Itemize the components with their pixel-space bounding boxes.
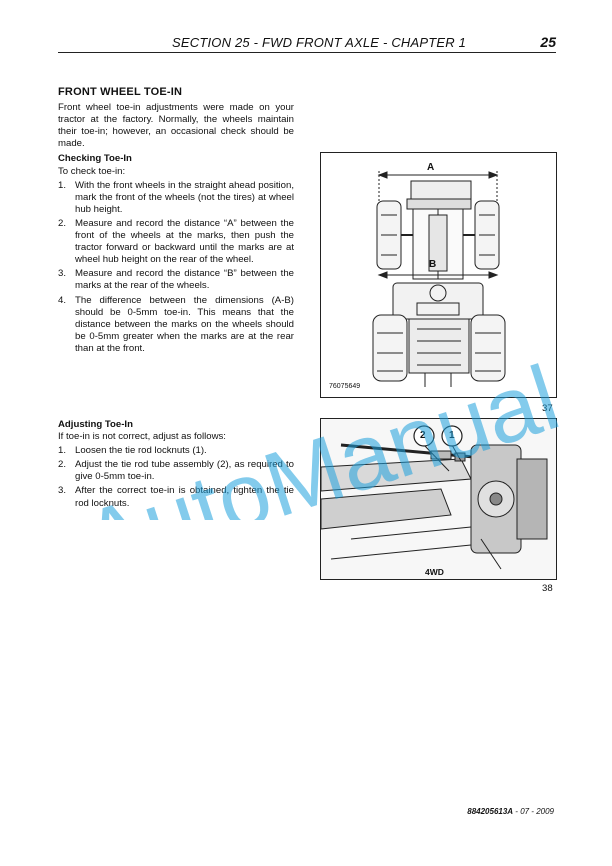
step-number: 2. [58, 217, 67, 229]
section-intro: Front wheel toe-in adjustments were made… [58, 102, 294, 150]
checking-steps: 1. With the front wheels in the straight … [58, 180, 294, 355]
figure-code: 76075649 [329, 383, 361, 390]
figure-37-number: 37 [542, 403, 553, 414]
tractor-top-view-drawing [372, 171, 506, 387]
figure-38-number: 38 [542, 583, 553, 594]
step-number: 3. [58, 485, 67, 497]
step-text: The difference between the dimensions (A… [75, 294, 294, 354]
adjusting-step: 2. Adjust the tie rod tube assembly (2), … [58, 459, 294, 483]
step-number: 4. [58, 294, 67, 306]
step-text: Measure and record the distance “B” betw… [75, 268, 294, 292]
adjusting-lead: If toe-in is not correct, adjust as foll… [58, 431, 226, 443]
checking-step: 1. With the front wheels in the straight … [58, 180, 294, 216]
header-title: SECTION 25 - FWD FRONT AXLE - CHAPTER 1 [172, 35, 467, 50]
adjusting-title: Adjusting Toe-In [58, 419, 133, 430]
adjusting-step: 3. After the correct toe-in is obtained, … [58, 485, 294, 509]
figure-caption: 4WD [425, 567, 444, 577]
checking-title: Checking Toe-In [58, 153, 132, 165]
step-number: 1. [58, 179, 67, 191]
adjusting-step: 1. Loosen the tie rod locknuts (1). [58, 445, 294, 457]
step-number: 1. [58, 445, 67, 457]
footer-date: 07 - 2009 [520, 807, 554, 816]
checking-text-block: FRONT WHEEL TOE-IN Front wheel toe-in ad… [58, 86, 294, 355]
step-text: With the front wheels in the straight ah… [75, 179, 294, 215]
step-number: 2. [58, 459, 67, 471]
tie-rod-drawing [321, 419, 556, 579]
step-text: After the correct toe-in is obtained, ti… [75, 485, 294, 509]
adjusting-steps: 1. Loosen the tie rod locknuts (1). 2. Adj… [58, 445, 294, 509]
figure-38-tie-rod-view: 2 1 4WD [320, 418, 557, 580]
page-footer: 884205613A - 07 - 2009 [467, 807, 554, 816]
page-header: SECTION 25 - FWD FRONT AXLE - CHAPTER 1 … [58, 34, 556, 53]
checking-step: 4. The difference between the dimensions … [58, 295, 294, 355]
step-number: 3. [58, 268, 67, 280]
adjusting-text-block: Adjusting Toe-In If toe-in is not correc… [58, 418, 294, 510]
dimension-a-label: A [425, 162, 437, 173]
checking-step: 2. Measure and record the distance “A” be… [58, 218, 294, 266]
callout-2: 2 [420, 430, 426, 441]
step-text: Loosen the tie rod locknuts (1). [75, 445, 207, 457]
figure-37-tractor-top-view: A B 76075649 [320, 152, 557, 398]
section-title: FRONT WHEEL TOE-IN [58, 86, 183, 98]
checking-step: 3. Measure and record the distance “B” be… [58, 268, 294, 292]
dimension-b-label: B [429, 259, 437, 270]
step-text: Adjust the tie rod tube assembly (2), as… [75, 459, 294, 483]
checking-lead: To check toe-in: [58, 165, 126, 177]
callout-1: 1 [449, 430, 455, 441]
doc-number: 884205613A [467, 807, 514, 816]
page-number: 25 [540, 34, 556, 50]
step-text: Measure and record the distance “A” betw… [75, 217, 294, 266]
